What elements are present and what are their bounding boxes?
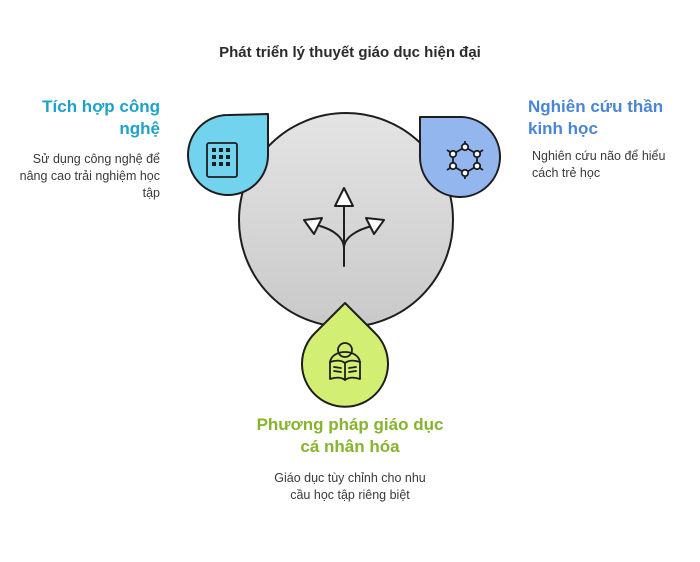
diagram-title: Phát triển lý thuyết giáo dục hiện đại [219, 44, 481, 61]
reading-person-icon [329, 342, 361, 381]
left-node-shape [187, 113, 269, 196]
bottom-node-shape [301, 302, 389, 408]
node-description-neuroscience: Nghiên cứu não để hiểu cách trẻ học [532, 149, 666, 180]
three-way-arrows-icon [303, 187, 385, 267]
node-heading-tech-integration: Tích hợp công nghệ [42, 97, 160, 138]
node-description-tech-integration: Sử dụng công nghệ để nâng cao trải nghiệ… [19, 152, 160, 200]
node-heading-neuroscience: Nghiên cứu thần kinh học [528, 97, 664, 138]
keypad-icon [206, 142, 238, 178]
neural-network-icon [446, 141, 484, 179]
node-description-personalized-learning: Giáo dục tùy chỉnh cho nhu cầu học tập r… [274, 471, 426, 502]
right-node-shape [419, 116, 501, 198]
node-heading-personalized-learning: Phương pháp giáo dục cá nhân hóa [256, 415, 444, 456]
